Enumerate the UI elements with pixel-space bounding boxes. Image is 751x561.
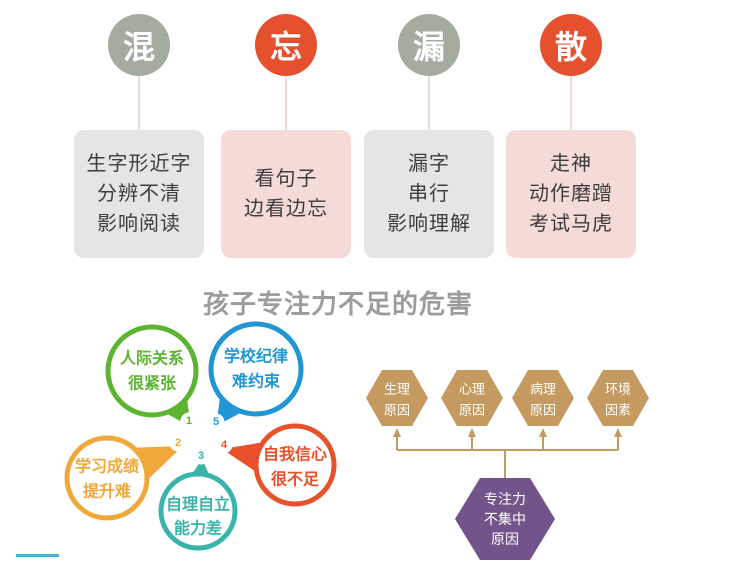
symptom-text: 边看边忘 [244,198,328,220]
petal-label: 学习成绩 [75,457,139,476]
petal-number-badge [169,434,187,452]
petal-number-badge [207,413,225,431]
petal-number: 2 [175,437,181,449]
symptom-box-san: 走神 动作磨蹭 考试马虎 [506,130,636,258]
cause-hexagon-label: 心理 [459,382,485,397]
cause-hexagon-label: 原因 [384,403,410,418]
cause-arrowhead [393,428,401,437]
symptom-text: 走神 [550,153,592,175]
petal-number: 1 [186,415,192,427]
cause-hexagon-environment [587,370,649,426]
symptom-text: 看句子 [254,168,318,190]
keyword-circle-lou: 漏 [398,14,460,76]
petal-circle-green [105,324,199,418]
keyword-circle-wang: 忘 [255,14,317,76]
petal-number-badge [192,447,210,465]
petal-label: 难约束 [231,372,281,391]
center-hexagon-label: 原因 [491,531,519,547]
symptom-box-lou: 漏字 串行 影响理解 [364,130,494,258]
petal-label: 能力差 [174,519,222,538]
petal-number: 4 [221,439,228,451]
symptom-text: 影响理解 [387,213,471,235]
petal-label: 学校纪律 [224,347,288,366]
center-hexagon-inattention-causes [455,478,555,560]
cause-hexagon-label: 原因 [530,403,556,418]
symptom-column-san: 散 走神 动作磨蹭 考试马虎 [506,14,636,258]
cause-hexagon-label: 环境 [605,382,631,397]
symptom-box-wang: 看句子 边看边忘 [221,130,351,258]
symptom-text: 生字形近字 [86,153,192,175]
cause-arrowhead [539,428,547,437]
petal-label: 人际关系 [120,349,184,368]
petal-number-badge [215,436,233,454]
symptom-column-hun: 混 生字形近字 分辨不清 影响阅读 [74,14,204,258]
keyword-circle-san: 散 [540,14,602,76]
cause-hexagon-psychology [441,370,503,426]
petal-label: 很不足 [271,470,320,489]
connector-line [428,76,430,130]
cause-hexagon-pathology [512,370,574,426]
cause-hexagon-label: 生理 [384,382,410,397]
connector-line [570,76,572,130]
symptom-text: 考试马虎 [529,213,613,235]
footer-accent-line [16,554,59,557]
petal-number: 5 [213,416,219,428]
petal-circle-blue [208,321,304,417]
petal-number-badge [180,412,198,430]
cause-hexagon-label: 因素 [605,403,631,418]
cause-arrowhead [468,428,476,437]
petal-circle-orange [64,435,150,521]
symptom-text: 串行 [408,183,450,205]
keyword-circle-hun: 混 [108,14,170,76]
center-hexagon-label: 不集中 [484,511,526,527]
symptom-box-hun: 生字形近字 分辨不清 影响阅读 [74,130,204,258]
center-hexagon-label: 专注力 [484,491,526,507]
cause-hexagon-physiology [366,370,428,426]
petal-label: 自理自立 [166,495,230,514]
symptom-text: 漏字 [408,153,450,175]
symptom-column-wang: 忘 看句子 边看边忘 [221,14,351,258]
symptom-text: 分辨不清 [97,183,181,205]
section-title: 孩子专注力不足的危害 [202,289,473,319]
petal-circle-red [253,423,337,507]
connector-line [138,76,140,130]
petal-label: 很紧张 [128,374,177,393]
cause-arrowhead [614,428,622,437]
symptom-column-lou: 漏 漏字 串行 影响理解 [364,14,494,258]
cause-hexagon-label: 病理 [530,382,556,397]
connector-line [285,76,287,130]
petal-label: 提升难 [83,482,131,501]
petal-circle-teal [158,471,238,551]
petal-number: 3 [198,450,204,462]
petal-label: 自我信心 [263,445,327,464]
symptom-text: 影响阅读 [97,213,181,235]
symptom-text: 动作磨蹭 [529,183,613,205]
cause-hexagon-label: 原因 [459,403,485,418]
